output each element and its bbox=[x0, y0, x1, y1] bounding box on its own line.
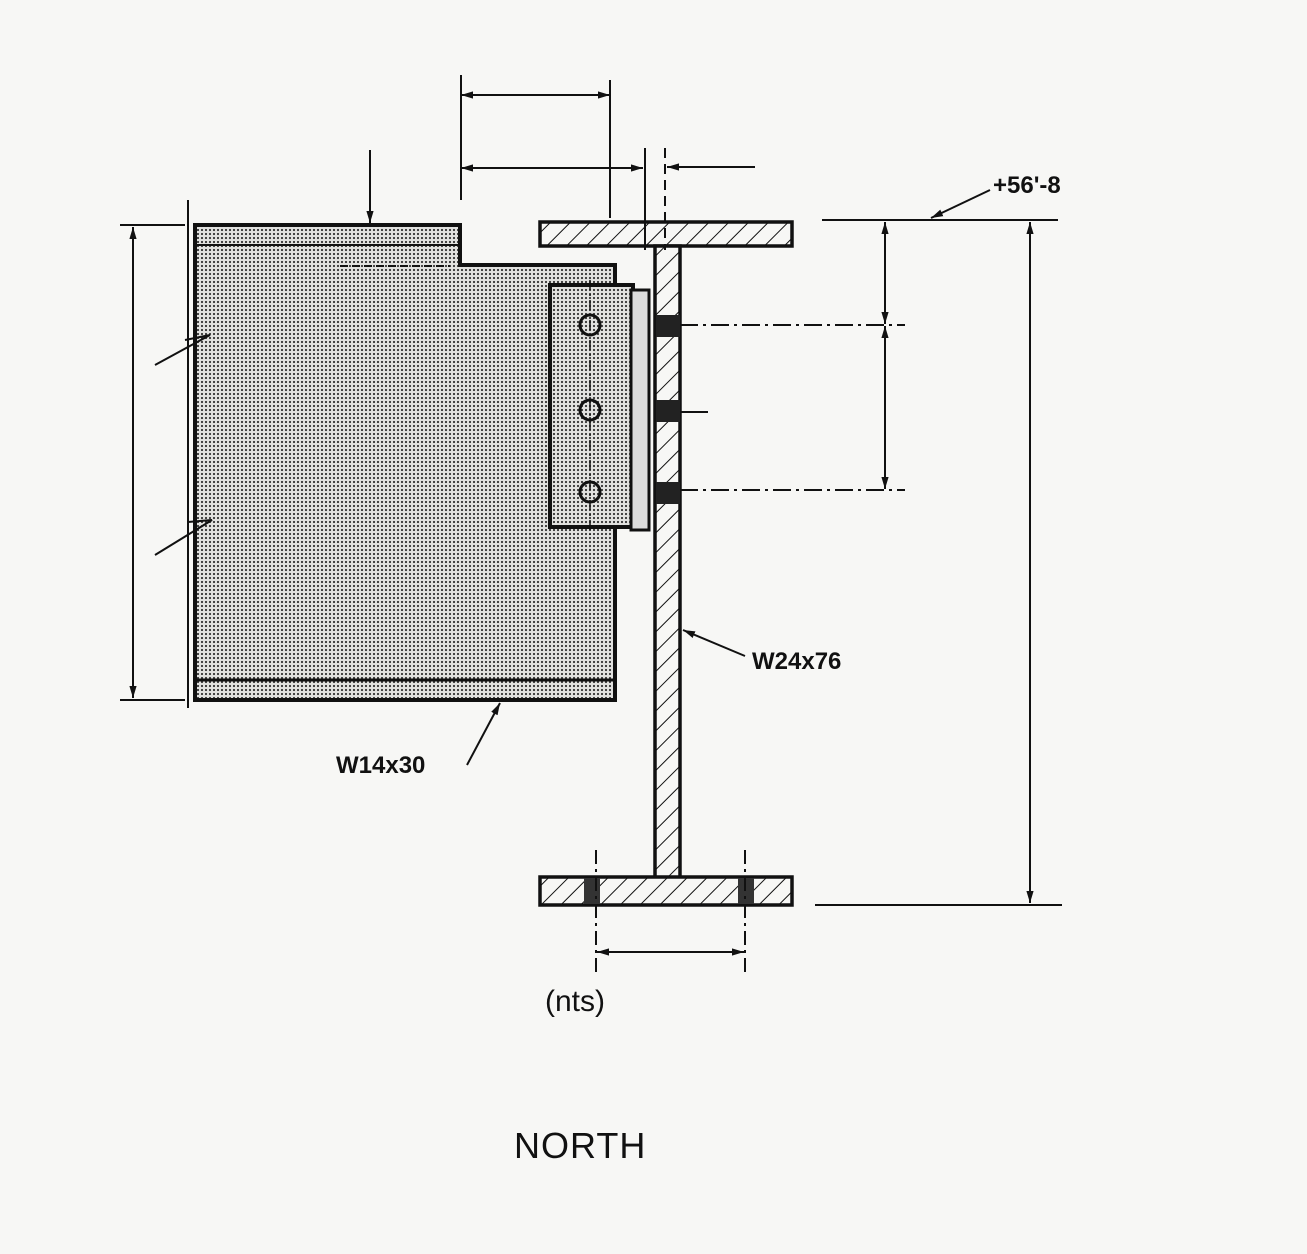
view-title: NORTH bbox=[514, 1125, 647, 1166]
beam-w14x30 bbox=[154, 200, 617, 708]
clip-angle bbox=[548, 280, 651, 535]
elevation-label: +56'-8 bbox=[993, 172, 1061, 199]
beam-label: W14x30 bbox=[336, 752, 426, 779]
bolt-icon bbox=[578, 398, 602, 422]
bolt-icon bbox=[578, 480, 602, 504]
bolt-icon bbox=[578, 313, 602, 337]
dimension-lines bbox=[120, 75, 1062, 972]
column-label: W24x76 bbox=[752, 648, 842, 675]
scale-note: (nts) bbox=[545, 985, 605, 1018]
